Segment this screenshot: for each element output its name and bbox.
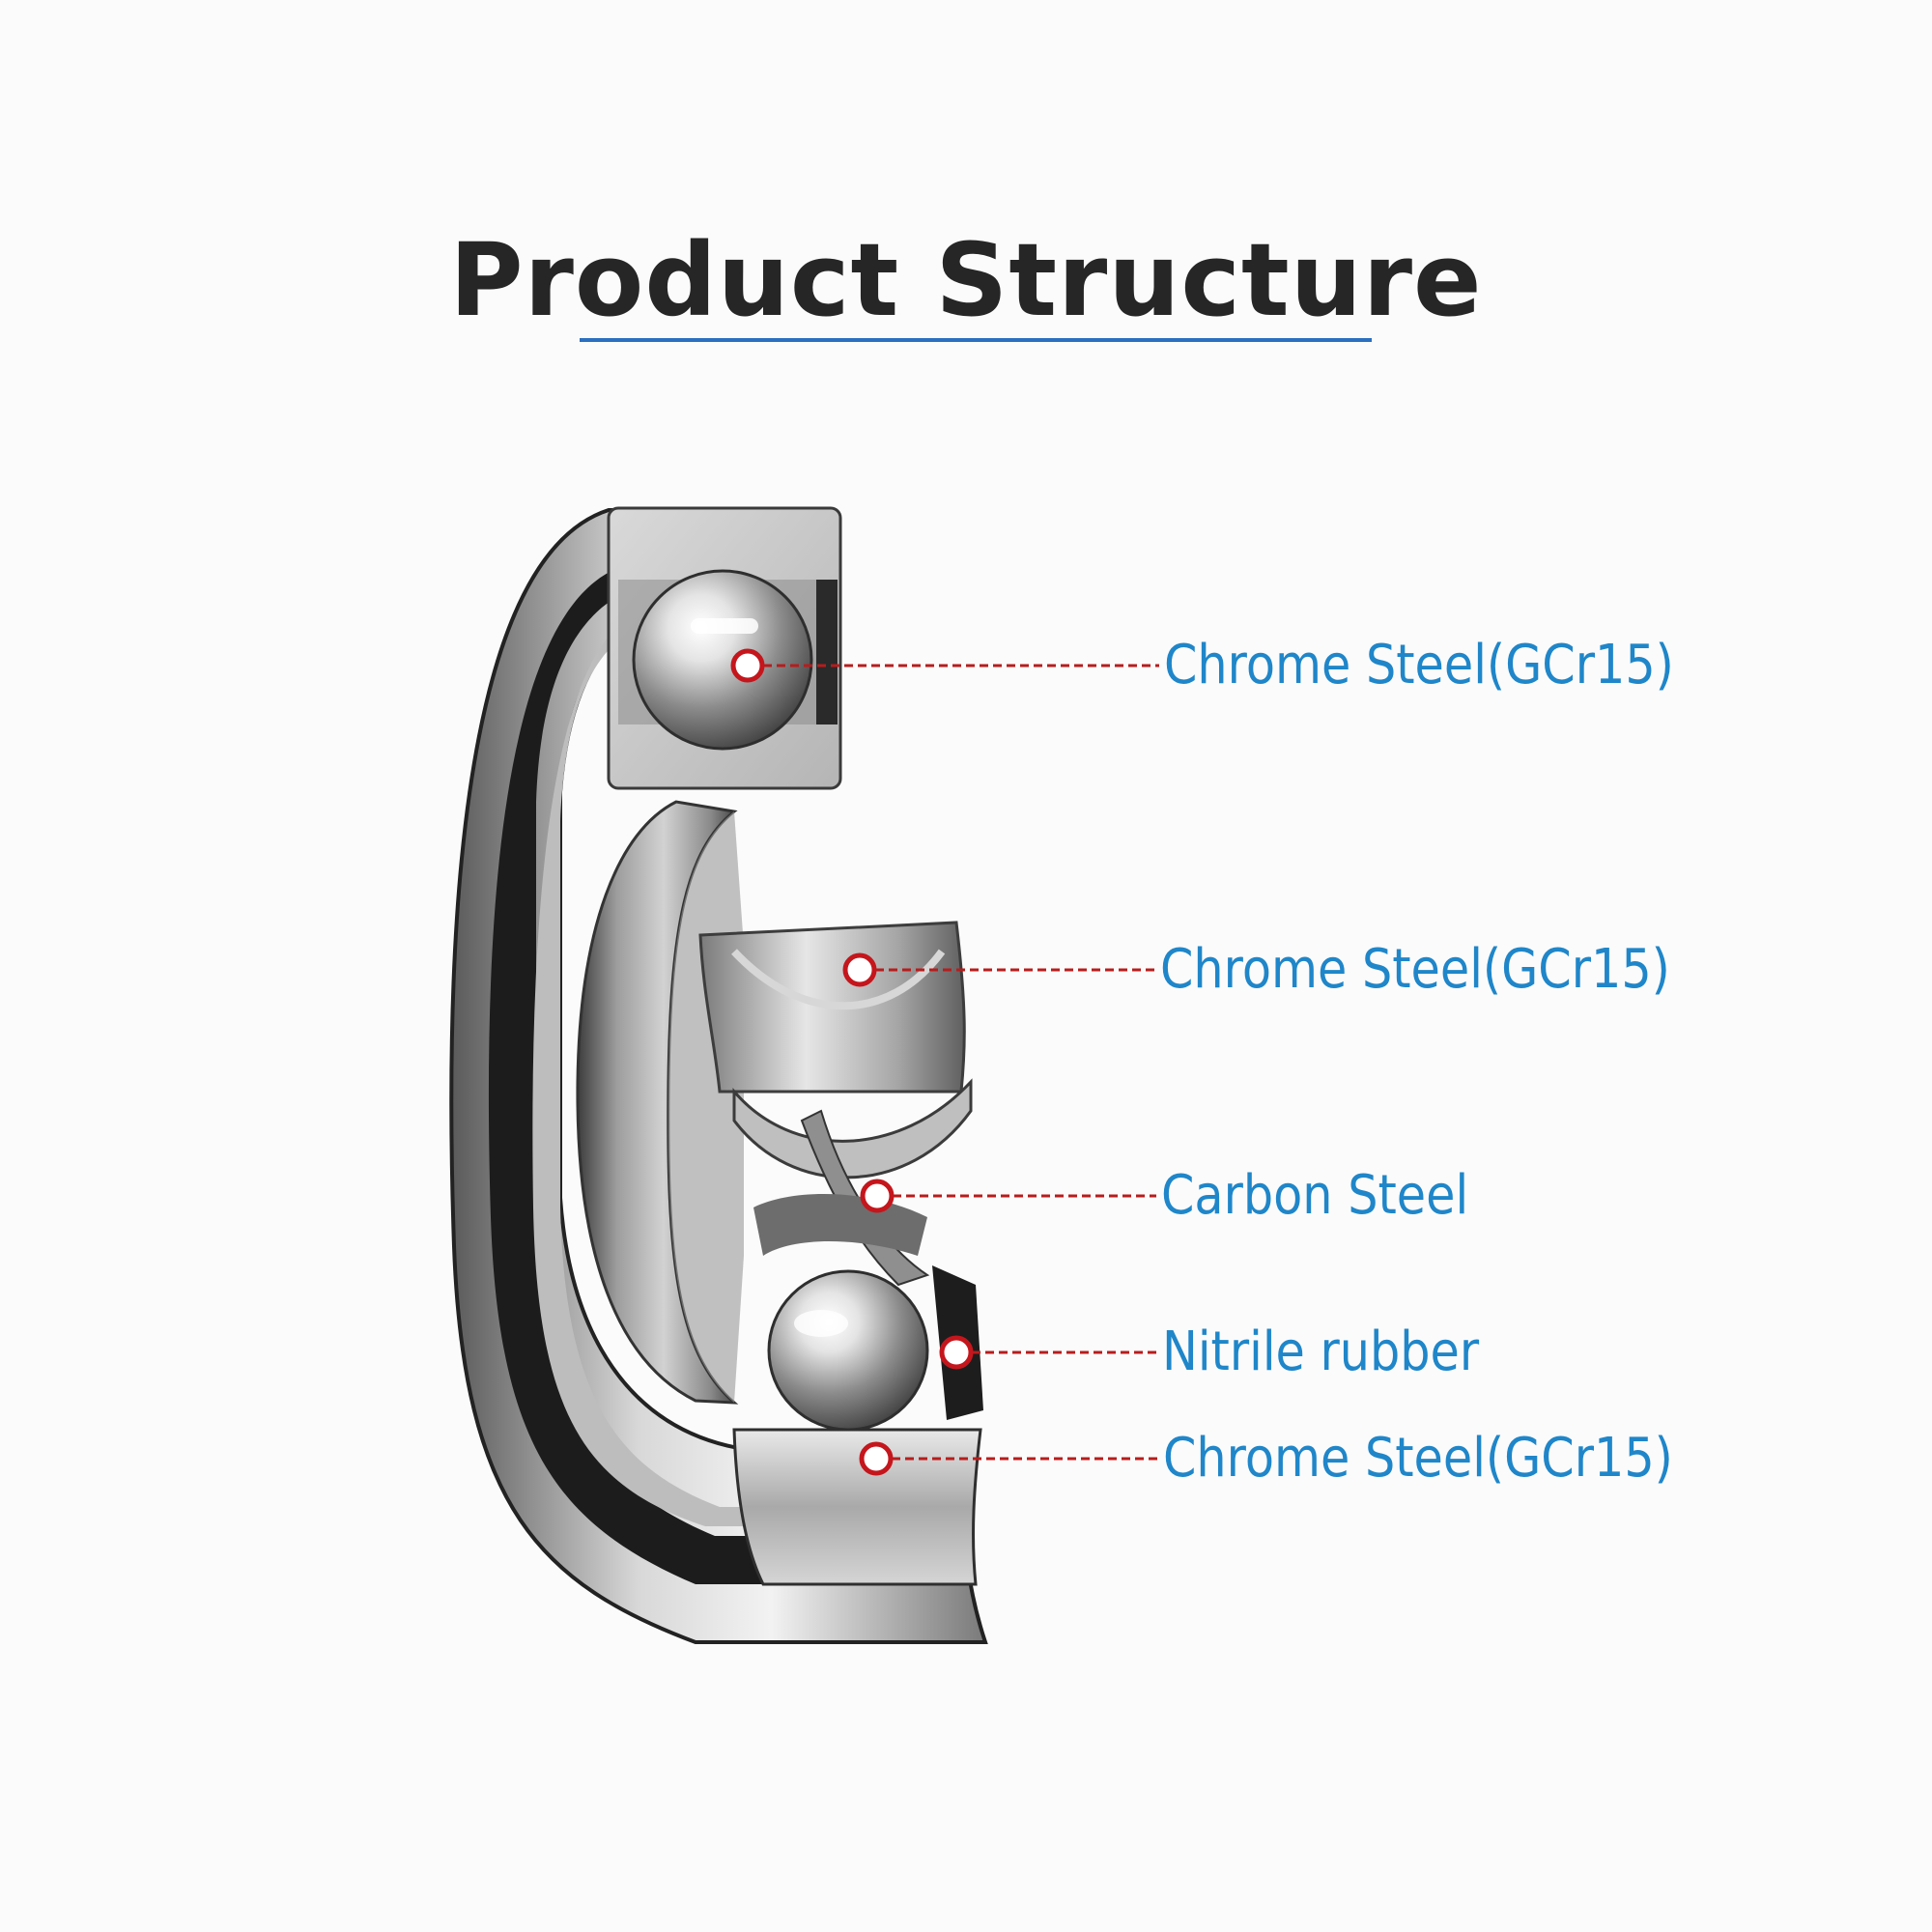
callout-marker xyxy=(730,648,765,683)
callout-marker xyxy=(939,1335,974,1370)
title-underline xyxy=(580,338,1372,342)
page-title: Product Structure xyxy=(449,221,1483,339)
callout-label: Chrome Steel(GCr15) xyxy=(1160,938,1670,1001)
bottom-section xyxy=(698,921,983,1586)
outer-ring xyxy=(449,508,988,1644)
callout-marker xyxy=(842,952,877,987)
callout-marker xyxy=(860,1179,895,1213)
callout-label: Nitrile rubber xyxy=(1162,1321,1480,1383)
top-section xyxy=(607,506,842,790)
inner-bore xyxy=(576,800,744,1405)
callout-label: Chrome Steel(GCr15) xyxy=(1163,1427,1673,1490)
callout-marker xyxy=(859,1441,894,1476)
callout-label: Chrome Steel(GCr15) xyxy=(1164,634,1674,696)
callout-label: Carbon Steel xyxy=(1161,1164,1469,1227)
